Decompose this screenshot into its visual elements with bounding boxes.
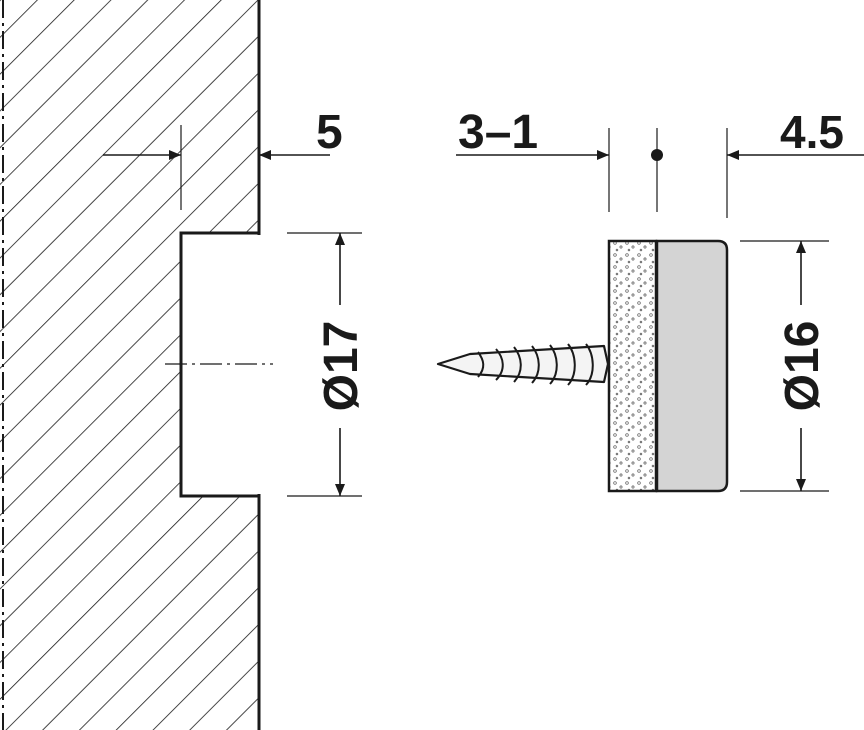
dim-text-d16: Ø16 xyxy=(776,321,829,412)
dim-text-3-1: 3–1 xyxy=(458,106,538,159)
screw xyxy=(436,343,610,386)
dim-text-d17: Ø17 xyxy=(315,321,368,412)
dim-text-4-5: 4.5 xyxy=(780,106,844,158)
magnet-centerline xyxy=(651,128,663,212)
felt-pad xyxy=(607,239,658,493)
dim-recess-depth: 5 xyxy=(103,106,343,210)
dim-magnet-diameter: Ø16 xyxy=(740,240,829,492)
dim-bore-diameter: Ø17 xyxy=(287,232,368,497)
dim-magnet-height: 4.5 xyxy=(726,106,864,218)
dim-text-5: 5 xyxy=(316,106,343,159)
wall-section xyxy=(0,0,273,730)
magnet-body xyxy=(655,239,729,493)
dim-felt-range: 3–1 xyxy=(456,106,610,212)
